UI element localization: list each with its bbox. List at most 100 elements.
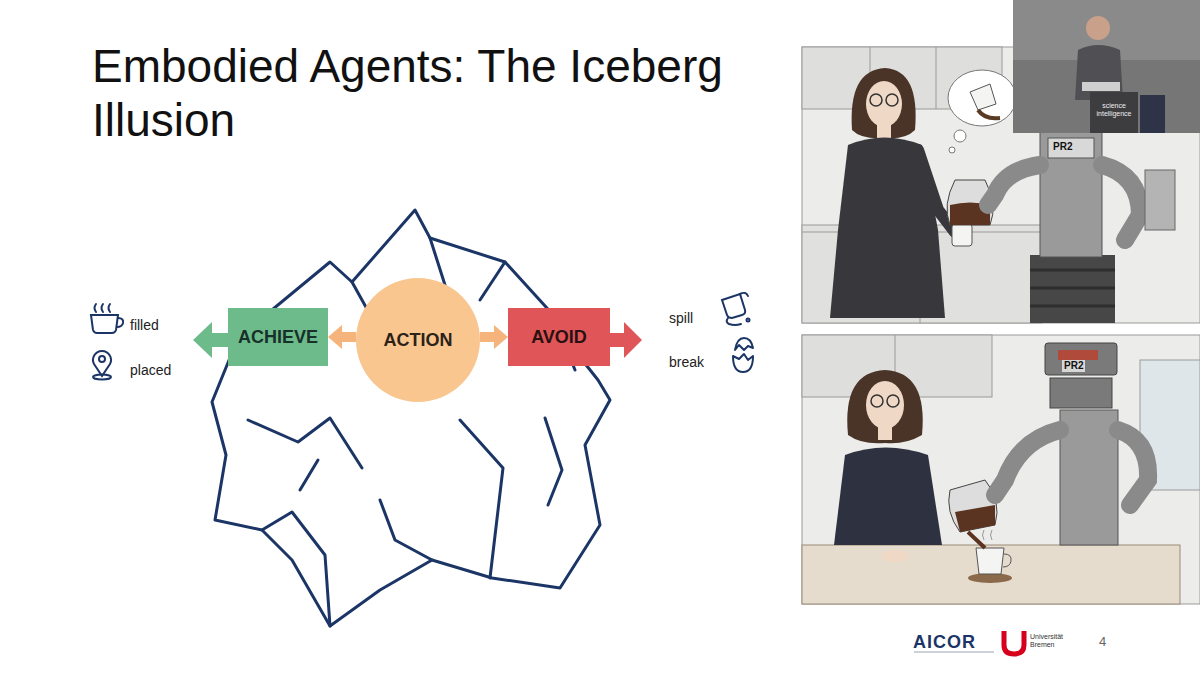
node-text-group: ACHIEVE [238, 327, 318, 348]
robot-kitchen-illustration-bottom-part [871, 395, 883, 407]
robot-kitchen-illustration-bottom-part [1045, 343, 1117, 375]
broken-egg-icon-part [735, 338, 753, 350]
spill-icon [722, 293, 750, 325]
node-label: AVOID [531, 327, 587, 348]
action-arrow [480, 325, 508, 349]
robot-kitchen-illustration-bottom-part [976, 548, 1004, 574]
robot-kitchen-illustration-top-part [978, 110, 1000, 118]
robot-badge: PR2 [1062, 360, 1085, 372]
robot-kitchen-illustration-bottom-part [955, 505, 995, 532]
goal-condition-label: placed [130, 362, 171, 378]
robot-kitchen-illustration-top-part [948, 70, 1016, 126]
cup-icon-part [109, 304, 111, 312]
podium-sign: science intelligence [1092, 102, 1136, 118]
robot-kitchen-illustration-top-part [936, 47, 937, 109]
goal-box: ACHIEVE [228, 308, 328, 366]
robot-kitchen-illustration-top-part [852, 68, 916, 138]
failure-condition-label: break [669, 354, 704, 370]
avoid-arrow-part [608, 333, 626, 347]
university-name: Universität Bremen [1030, 633, 1070, 649]
robot-kitchen-illustration-top-part [1102, 165, 1140, 240]
robot-kitchen-illustration-bottom-part [1050, 378, 1112, 408]
robot-kitchen-illustration-bottom-part [834, 448, 942, 546]
iceberg-outline [212, 210, 610, 626]
location-pin-icon-part [93, 375, 111, 380]
iceberg-outline-part [248, 418, 362, 468]
presenter-webcam-part [1140, 95, 1165, 133]
failure-condition-label: spill [669, 310, 693, 326]
robot-kitchen-illustration-bottom-part [847, 370, 922, 443]
action-arrow [328, 325, 356, 349]
iceberg-outline-part [480, 262, 505, 300]
cup-icon [91, 304, 123, 333]
cup-icon-part [95, 304, 97, 312]
achieve-arrow [193, 322, 230, 358]
robot-kitchen-illustration-top-part [970, 84, 996, 110]
arrow-shaft [340, 332, 356, 342]
robot-kitchen-illustration-bottom-part [983, 530, 993, 540]
institute-logo: AICOR [913, 632, 976, 653]
spill-icon-part [722, 294, 745, 318]
node-label: ACHIEVE [238, 327, 318, 348]
page-number: 4 [1099, 635, 1106, 650]
robot-kitchen-illustration-top-part [886, 94, 898, 106]
broken-egg-icon-part [733, 354, 753, 372]
node-text-group: ACTION [384, 330, 453, 351]
presenter-webcam-part [1013, 0, 1200, 133]
arrow-shaft [480, 332, 496, 342]
robot-kitchen-illustration-top-part [954, 130, 966, 142]
robot-kitchen-illustration-bottom-part [1058, 350, 1098, 360]
robot-kitchen-illustration-top-part [1145, 170, 1175, 230]
broken-egg-icon [733, 338, 753, 372]
university-logo-mark [1004, 631, 1024, 654]
robot-kitchen-illustration-bottom-part [995, 430, 1060, 495]
presenter-webcam-part [1086, 16, 1110, 40]
arrowhead [494, 325, 508, 349]
spill-icon-part [740, 293, 748, 296]
spill-icon-part [747, 319, 750, 322]
robot-kitchen-illustration-bottom-part [802, 545, 1180, 604]
iceberg-outline-part [460, 420, 503, 578]
robot-kitchen-illustration-top-part [949, 147, 955, 153]
iceberg-outline-part [380, 500, 432, 560]
action-circle: ACTION [356, 278, 480, 402]
robot-kitchen-illustration-bottom-part [887, 395, 899, 407]
university-logo-mark-part [1004, 631, 1024, 654]
presenter-webcam-part [1075, 45, 1123, 100]
cup-icon-part [102, 304, 104, 312]
robot-kitchen-illustration-bottom-part [878, 426, 892, 440]
presenter-webcam-part [1082, 82, 1120, 91]
robot-kitchen-illustration-bottom-part [802, 335, 1200, 604]
iceberg-outline-part [430, 238, 445, 285]
robot-kitchen-illustration-top-part [877, 124, 891, 138]
iceberg-outline-part [300, 460, 318, 490]
robot-kitchen-illustration-bottom-part [866, 381, 904, 429]
robot-kitchen-illustration-bottom-part [881, 550, 909, 562]
slide-title: Embodied Agents: The Iceberg Illusion [92, 40, 792, 148]
iceberg-outline-part [262, 512, 330, 626]
spill-icon-part [727, 318, 741, 325]
robot-kitchen-illustration-top-part [1040, 132, 1102, 257]
robot-badge: PR2 [1053, 141, 1072, 153]
robot-kitchen-illustration-top-part [1030, 287, 1115, 290]
arrowhead [328, 325, 342, 349]
robot-kitchen-illustration-top-part [1030, 305, 1115, 308]
node-label: ACTION [384, 330, 453, 351]
location-pin-icon-part [99, 356, 105, 362]
robot-kitchen-illustration-top-part [1030, 269, 1115, 272]
robot-kitchen-illustration-bottom-part [1118, 430, 1148, 505]
avoid-arrow-part [624, 322, 642, 358]
cup-icon-part [91, 315, 118, 333]
goal-condition-label: filled [130, 317, 159, 333]
robot-kitchen-illustration-top-part [866, 81, 902, 127]
robot-kitchen-illustration-bottom-part [968, 532, 985, 548]
node-text-group: AVOID [531, 327, 587, 348]
avoid-box: AVOID [508, 308, 610, 366]
robot-kitchen-illustration-top-part [1030, 255, 1115, 323]
iceberg-outline-part [212, 210, 610, 626]
achieve-arrow-part [210, 333, 230, 347]
robot-kitchen-illustration-top-part [870, 94, 882, 106]
presenter-webcam-part [1090, 92, 1138, 133]
presenter-webcam [1013, 0, 1200, 133]
location-pin-icon-part [93, 351, 111, 376]
